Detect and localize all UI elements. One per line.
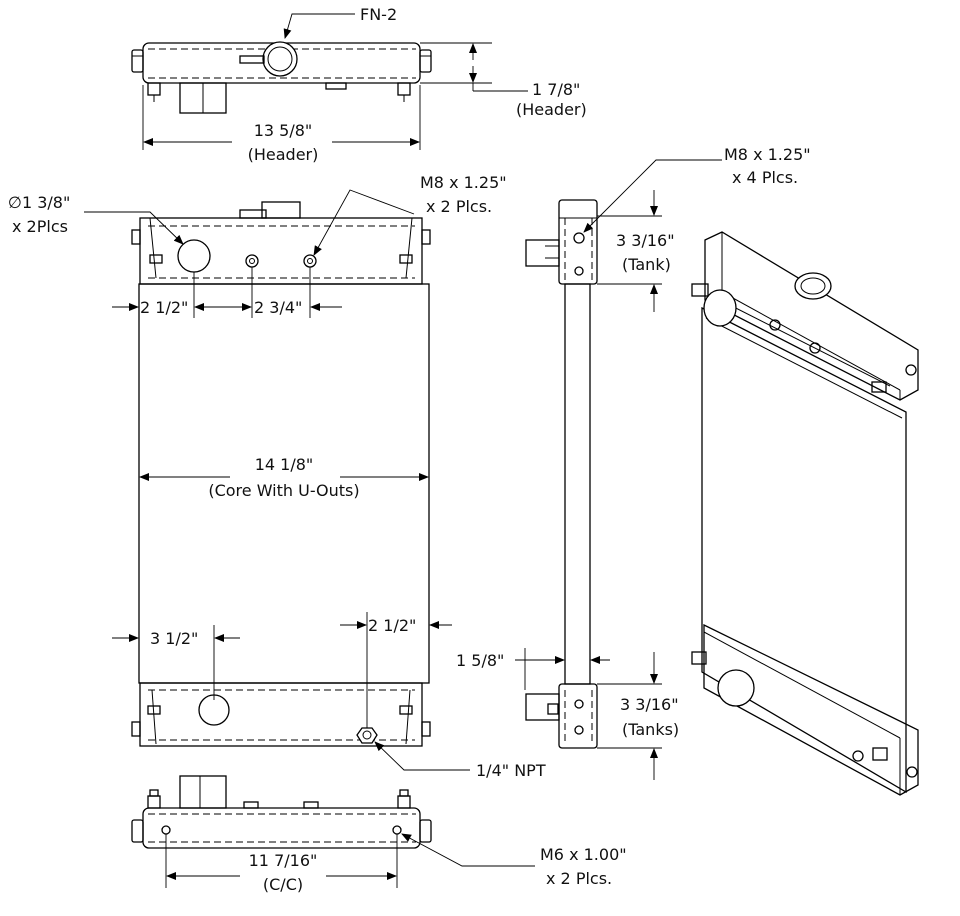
side-view-dimensions <box>515 159 722 780</box>
header-width-value: 13 5/8" <box>254 121 313 140</box>
tank-bottom-note: (Tanks) <box>622 720 679 739</box>
cc-value: 11 7/16" <box>249 851 318 870</box>
fn2-label: FN-2 <box>360 5 397 24</box>
drain-plug <box>356 727 378 744</box>
iso-top-tank <box>704 231 919 401</box>
bottom-tank <box>139 682 423 747</box>
side-core <box>564 283 591 685</box>
side-depth-label: 1 5/8" <box>456 651 504 670</box>
top-spacing: 2 3/4" <box>254 298 302 317</box>
isometric-view <box>691 231 919 796</box>
inlet-diameter-qty: x 2Plcs <box>12 217 68 236</box>
tank-top-note: (Tank) <box>622 255 671 274</box>
thread-hole-1 <box>245 254 259 268</box>
bottom-thread-qty: x 2 Plcs. <box>546 869 612 888</box>
bottom-right-offset: 2 1/2" <box>368 616 416 635</box>
top-thread-qty: x 2 Plcs. <box>426 197 492 216</box>
side-view <box>525 199 598 749</box>
header-height-note: (Header) <box>516 100 587 119</box>
bottom-view <box>131 775 432 849</box>
cc-note: (C/C) <box>263 875 303 894</box>
bottom-view-dimensions <box>165 833 535 888</box>
front-view-dimensions <box>84 189 470 771</box>
core-width-value: 14 1/8" <box>255 455 314 474</box>
drain-label: 1/4" NPT <box>476 761 546 780</box>
inlet-diameter-value: ∅1 3/8" <box>8 193 70 212</box>
tank-bottom-value: 3 3/16" <box>620 695 679 714</box>
core-width-note: (Core With U-Outs) <box>208 481 359 500</box>
bottom-left-offset: 3 1/2" <box>150 629 198 648</box>
thread-hole-2 <box>303 254 317 268</box>
top-thread-value: M8 x 1.25" <box>420 173 507 192</box>
bottom-thread-value: M6 x 1.00" <box>540 845 627 864</box>
side-thread-qty: x 4 Plcs. <box>732 168 798 187</box>
inlet-port <box>177 239 211 273</box>
top-view <box>131 41 432 114</box>
tank-top-value: 3 3/16" <box>616 231 675 250</box>
header-height-value: 1 7/8" <box>532 80 580 99</box>
top-left-offset: 2 1/2" <box>140 298 188 317</box>
top-view-dimensions <box>142 13 528 150</box>
iso-core <box>701 306 907 794</box>
side-thread-value: M8 x 1.25" <box>724 145 811 164</box>
iso-bottom-tank <box>703 623 919 796</box>
header-width-note: (Header) <box>248 145 319 164</box>
front-view <box>131 201 431 747</box>
